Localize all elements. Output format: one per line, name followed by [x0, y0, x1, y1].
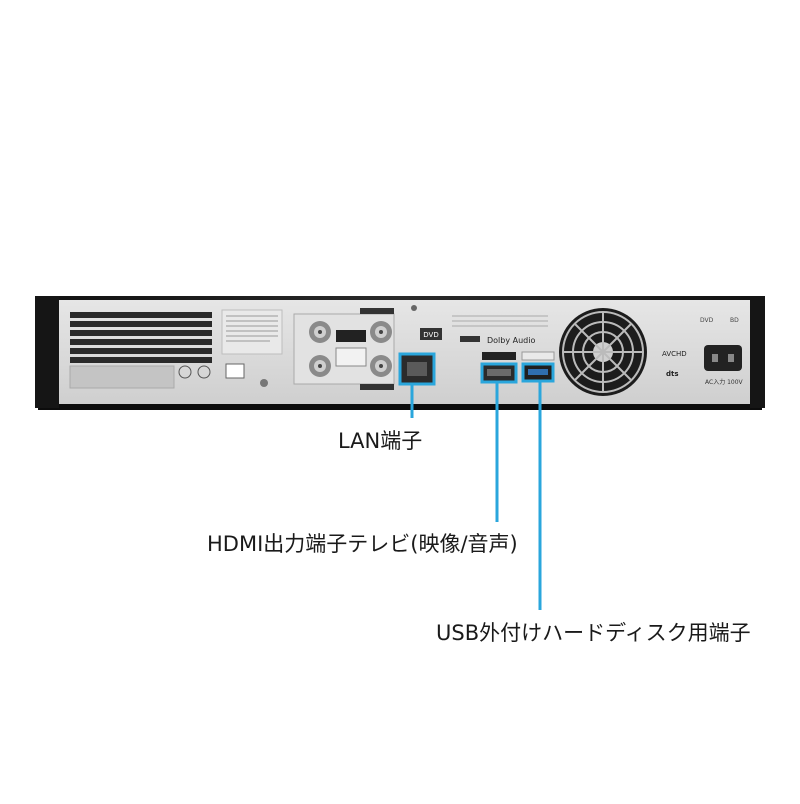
dts-logo: dts	[666, 370, 679, 378]
dolby-logo: Dolby Audio	[487, 336, 535, 345]
avchd-logo: AVCHD	[662, 350, 687, 358]
ac-input-label: AC入力 100V	[705, 378, 744, 386]
dvd-logo: DVD	[423, 331, 438, 339]
usb-port-label: USB外付けハードディスク用端子	[436, 621, 751, 645]
dvd-mark: DVD	[700, 317, 714, 324]
ac-inlet	[704, 345, 742, 371]
hdmi-port-label: HDMI出力端子テレビ(映像/音声)	[207, 532, 518, 556]
callout-leaders	[410, 381, 542, 610]
vent-slots	[70, 312, 212, 363]
bd-mark: BD	[730, 317, 739, 324]
lan-port-label: LAN端子	[338, 429, 423, 453]
coax-connector	[309, 321, 392, 377]
cooling-fan	[559, 308, 647, 396]
